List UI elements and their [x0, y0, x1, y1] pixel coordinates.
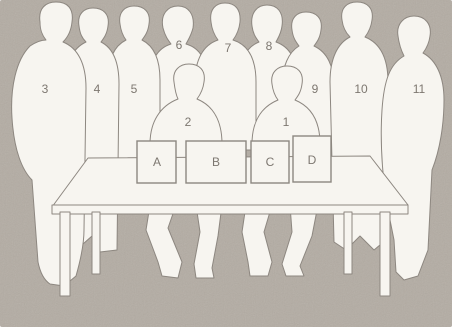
table-leg-back-right — [344, 212, 352, 274]
person-label-7: 7 — [225, 41, 232, 55]
table-edge — [52, 205, 408, 214]
table-leg-right — [380, 212, 390, 296]
person-label-9: 9 — [312, 82, 319, 96]
card-label-b: B — [212, 155, 220, 169]
person-label-10: 10 — [354, 82, 368, 96]
cards — [137, 136, 331, 183]
card-label-a: A — [153, 155, 161, 169]
person-label-2: 2 — [185, 115, 192, 129]
table-leg-left — [60, 212, 70, 296]
person-label-3: 3 — [42, 82, 49, 96]
card-label-c: C — [266, 155, 275, 169]
person-label-1: 1 — [283, 115, 290, 129]
table-leg-back-left — [92, 212, 100, 274]
person-label-4: 4 — [94, 82, 101, 96]
person-label-8: 8 — [266, 39, 273, 53]
person-label-11: 11 — [413, 82, 426, 96]
card-label-d: D — [308, 153, 317, 167]
person-label-5: 5 — [131, 82, 138, 96]
person-label-6: 6 — [176, 38, 183, 52]
